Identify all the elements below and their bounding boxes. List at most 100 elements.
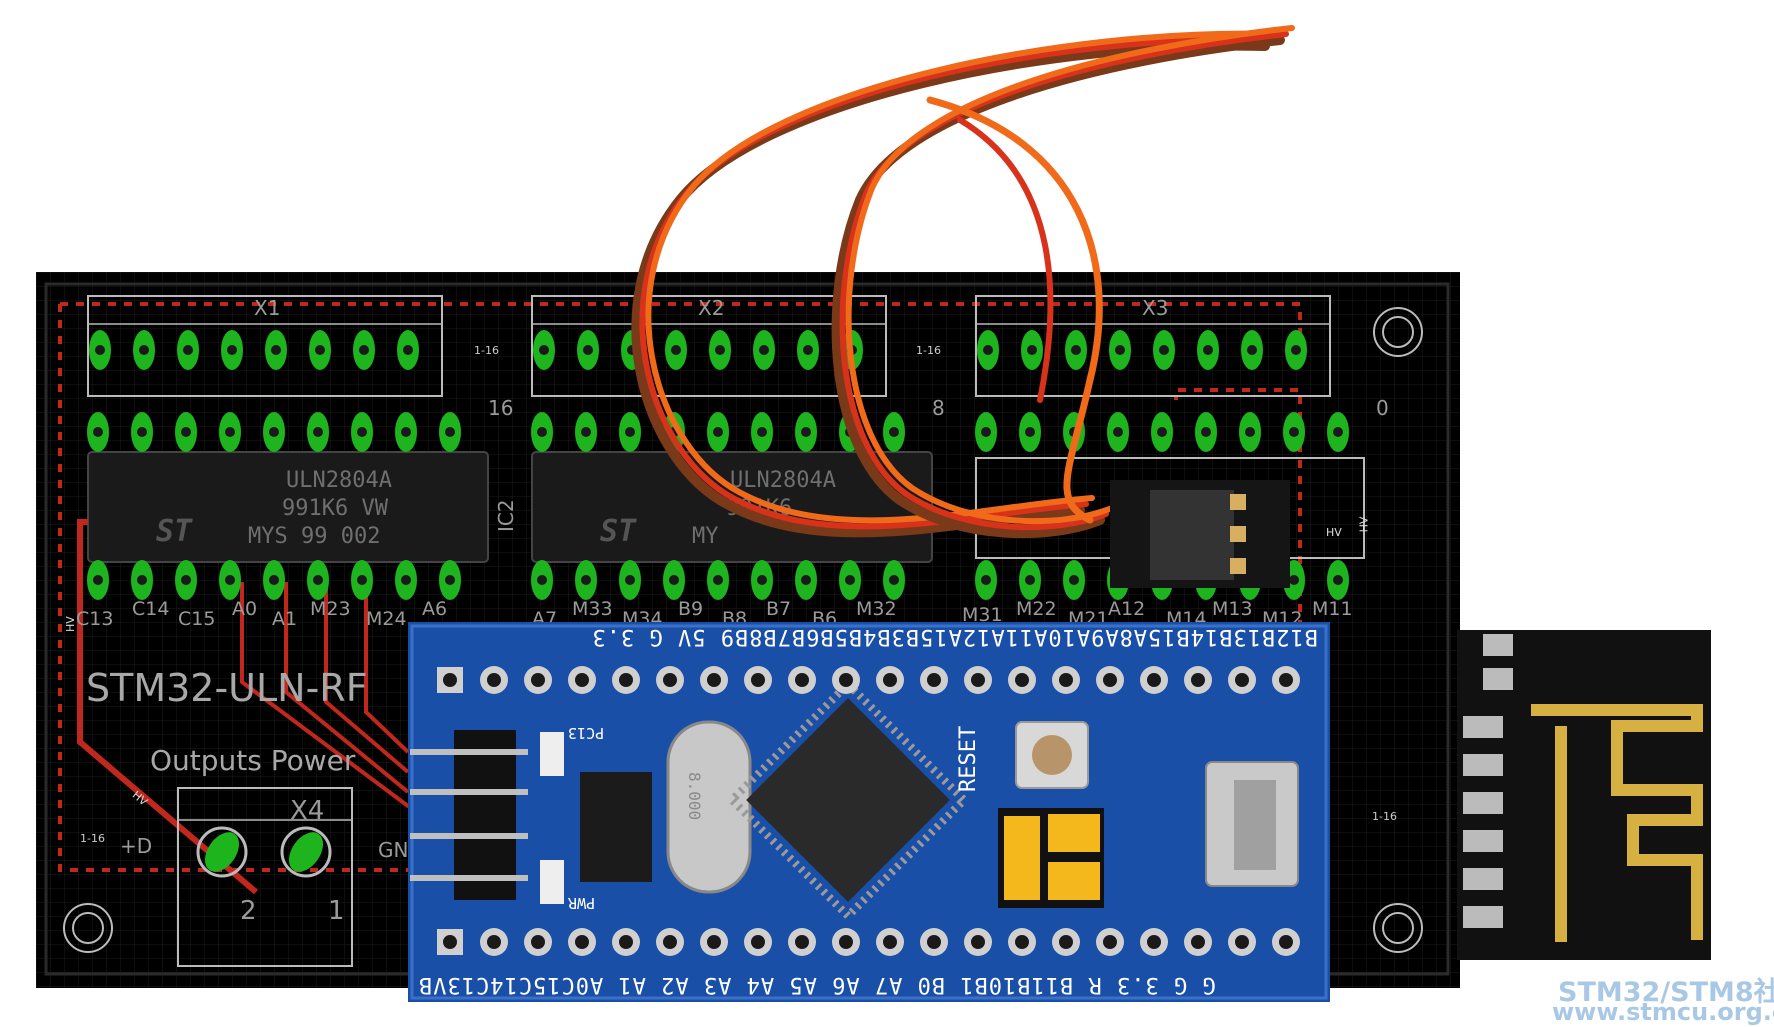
x4-terminal xyxy=(196,826,248,878)
header-pin-hole xyxy=(1059,935,1073,949)
x4-pin-2: 2 xyxy=(240,896,257,926)
row-label: M13 xyxy=(1212,598,1253,620)
pcb-pad-hole xyxy=(1289,427,1299,437)
watermark-line2: www.stmcu.org.cn xyxy=(1552,998,1774,1026)
pcb-pad-hole xyxy=(313,575,323,585)
row-label: A1 xyxy=(272,608,298,630)
bluepill-artwork xyxy=(410,624,1328,1000)
row-label: M33 xyxy=(572,598,613,620)
row-label: M11 xyxy=(1312,598,1353,620)
mcu-chip xyxy=(726,678,970,922)
pwr-led xyxy=(540,860,564,904)
x3-label: X3 xyxy=(1142,296,1169,320)
ic2-marking-3: MY xyxy=(692,524,719,549)
pcb-pad-hole xyxy=(757,427,767,437)
header-pin-hole xyxy=(531,673,545,687)
row-label: A6 xyxy=(422,598,448,620)
pcb-antenna-trace xyxy=(1531,704,1703,942)
ic1-marking-3: MYS 99 002 xyxy=(248,524,381,549)
pcb-pad-hole xyxy=(625,427,635,437)
row-label: C14 xyxy=(132,598,170,620)
pcb-pad-hole xyxy=(315,345,325,355)
pcb-pad-hole xyxy=(227,345,237,355)
swd-header[interactable] xyxy=(454,730,516,900)
header-pin-hole xyxy=(487,673,501,687)
pcb-pad-hole xyxy=(1027,345,1037,355)
mounting-holes xyxy=(63,307,1423,953)
bluepill-board: B12B13B14B15A8A9A10A11A12A15B3B4B5B6B7B8… xyxy=(408,622,1330,1002)
header-pin-hole xyxy=(883,673,897,687)
header-pin-hole xyxy=(663,935,677,949)
pcb-pad-hole xyxy=(713,575,723,585)
header-pin-hole xyxy=(575,673,589,687)
pcb-pad-hole xyxy=(1247,345,1257,355)
pcb-pad-hole xyxy=(1025,427,1035,437)
pcb-pad-hole xyxy=(269,427,279,437)
pin-mark-8: 8 xyxy=(932,396,945,420)
row-label: M24 xyxy=(366,608,407,630)
mount-mark-4: 1-16 xyxy=(1372,810,1397,823)
pcb-pad-hole xyxy=(181,575,191,585)
ic1-body xyxy=(87,451,489,563)
pcb-pad-hole xyxy=(1157,427,1167,437)
header-pin-hole xyxy=(1103,935,1117,949)
pcb-pad-hole xyxy=(313,427,323,437)
boot-jumper-2[interactable] xyxy=(1048,862,1100,900)
header-pin-hole xyxy=(663,673,677,687)
pcb-pad-hole xyxy=(137,427,147,437)
header-pin-hole xyxy=(795,673,809,687)
ic1-marking-1: ULN2804A xyxy=(286,468,392,493)
pcb-pad-hole xyxy=(401,575,411,585)
pcb-pad-hole xyxy=(539,345,549,355)
pcb-pad-hole xyxy=(137,575,147,585)
board-name: STM32-ULN-RF xyxy=(86,666,368,710)
signal-traces xyxy=(240,582,418,814)
row-label: M22 xyxy=(1016,598,1057,620)
header-pin-hole xyxy=(1191,935,1205,949)
pcb-pad-hole xyxy=(803,345,813,355)
pcb-pad-hole xyxy=(537,427,547,437)
pcb-pad-hole xyxy=(1159,345,1169,355)
row-label: M32 xyxy=(856,598,897,620)
header-pin-hole xyxy=(1103,673,1117,687)
row-label: C13 xyxy=(76,608,114,630)
pcb-pad-hole xyxy=(1071,345,1081,355)
x4-pad xyxy=(288,832,324,872)
x4-label: X4 xyxy=(290,796,325,826)
pcb-pad-hole xyxy=(1291,345,1301,355)
row-label: M23 xyxy=(310,598,351,620)
mount-mark-2: 1-16 xyxy=(916,344,941,357)
row-label: A12 xyxy=(1108,598,1146,620)
header-pin-hole xyxy=(1279,673,1293,687)
x1-outline xyxy=(87,295,443,397)
ic1-marking-2: 991K6 VW xyxy=(282,496,388,521)
x1-label: X1 xyxy=(254,296,281,320)
pcb-pad-hole xyxy=(1333,427,1343,437)
header-pin-hole xyxy=(971,673,985,687)
header-pin-hole xyxy=(839,935,853,949)
pcb-pad-hole xyxy=(401,427,411,437)
header-pin-hole xyxy=(1059,673,1073,687)
pcb-pad-hole xyxy=(269,575,279,585)
header-pin-hole xyxy=(927,935,941,949)
plus-d-label: +D xyxy=(120,834,153,858)
pcb-pad-hole xyxy=(139,345,149,355)
pcb-pad-hole xyxy=(715,345,725,355)
pcb-pad-hole xyxy=(1289,575,1299,585)
pcb-pad-hole xyxy=(669,575,679,585)
pcb-pad-hole xyxy=(759,345,769,355)
hv-label-4: HV xyxy=(1326,526,1342,539)
header-pin-hole xyxy=(1279,935,1293,949)
pcb-pad-hole xyxy=(95,345,105,355)
pcb-pad-hole xyxy=(713,427,723,437)
boot-jumper-1[interactable] xyxy=(1048,814,1100,852)
pcb-pad-hole xyxy=(403,345,413,355)
header-pin-hole xyxy=(795,935,809,949)
row-label: M31 xyxy=(962,604,1003,626)
pcb-pad-hole xyxy=(583,345,593,355)
pcb-pad-hole xyxy=(1333,575,1343,585)
rf-components xyxy=(1463,634,1513,928)
header-pin-hole xyxy=(971,935,985,949)
pcb-pad-hole xyxy=(183,345,193,355)
pcb-pad-hole xyxy=(981,427,991,437)
